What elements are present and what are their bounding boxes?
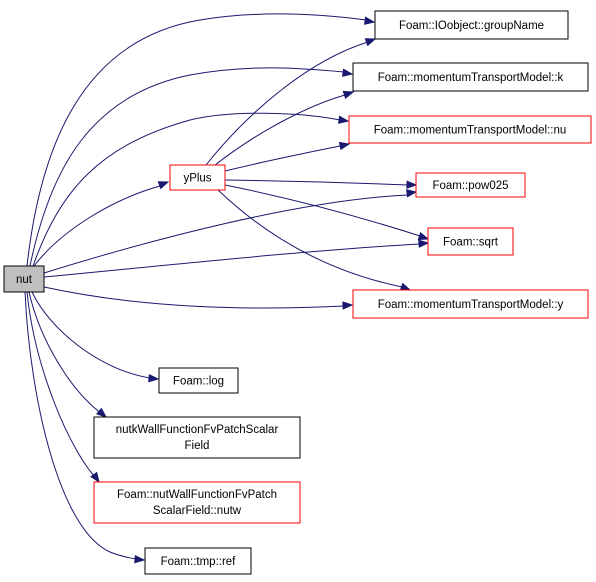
arrowhead-nut-momnu	[338, 115, 350, 124]
edge-nut-log	[31, 291, 151, 379]
node-momy-box	[352, 289, 589, 319]
node-yplus[interactable]: yPlus	[169, 164, 226, 191]
node-nutk-label-line1: nutkWallFunctionFvPatchScalar	[116, 424, 279, 436]
arrowhead-nut-sqrt	[418, 239, 430, 248]
node-nutw[interactable]: Foam::nutWallFunctionFvPatch ScalarField…	[93, 481, 301, 524]
node-nut-box	[3, 265, 45, 293]
edge-nut-groupname	[26, 13, 367, 267]
arrowhead-yplus-momk	[342, 90, 355, 99]
edge-nut-momk	[29, 67, 345, 267]
arrowhead-nut-momk	[342, 68, 354, 77]
node-log[interactable]: Foam::log	[158, 367, 239, 394]
edge-nut-pow025	[43, 194, 409, 274]
node-nutk-label-line2: Field	[185, 440, 210, 452]
node-momk[interactable]: Foam::momentumTransportModel::k	[352, 62, 589, 92]
node-groupname-label: Foam::IOobject::groupName	[399, 20, 544, 32]
node-log-box	[158, 367, 239, 394]
arrowhead-nut-groupname	[364, 16, 376, 25]
node-nutw-label-line1: Foam::nutWallFunctionFvPatch	[117, 489, 277, 501]
edge-nut-sqrt	[43, 243, 421, 278]
node-momk-box	[352, 62, 589, 92]
node-tmpref-box	[144, 547, 252, 575]
edge-nut-nutk	[28, 291, 103, 415]
edge-yplus-momnu	[224, 145, 341, 172]
edge-yplus-momy	[217, 189, 403, 288]
arrowhead-nut-pow025	[406, 189, 418, 198]
node-momnu[interactable]: Foam::momentumTransportModel::nu	[348, 115, 592, 144]
node-momy[interactable]: Foam::momentumTransportModel::y	[352, 289, 589, 319]
node-nut[interactable]: nut	[3, 265, 45, 293]
arrowhead-nut-tmpref	[134, 554, 146, 564]
node-log-label: Foam::log	[173, 376, 224, 388]
arrowhead-yplus-momnu	[338, 141, 351, 151]
node-nutk[interactable]: nutkWallFunctionFvPatchScalar Field	[93, 416, 301, 459]
edge-nut-nutw	[26, 291, 97, 479]
edge-nut-yplus	[33, 185, 161, 267]
arrowhead-yplus-sqrt	[417, 232, 430, 241]
edge-nut-momnu	[32, 112, 341, 267]
edges-layer	[24, 13, 430, 564]
arrowhead-nut-nutk	[96, 407, 108, 418]
node-yplus-box	[169, 164, 226, 191]
node-momnu-box	[348, 115, 592, 144]
edge-yplus-momk	[214, 94, 346, 166]
arrowhead-nut-momy	[342, 301, 354, 310]
edge-nut-tmpref	[24, 291, 137, 560]
node-pow025-box	[415, 172, 526, 198]
node-nut-label: nut	[16, 274, 33, 286]
node-tmpref[interactable]: Foam::tmp::ref	[144, 547, 252, 575]
edge-yplus-sqrt	[224, 184, 421, 237]
arrowhead-nut-log	[148, 373, 160, 383]
node-sqrt-box	[427, 227, 514, 256]
node-sqrt[interactable]: Foam::sqrt	[427, 227, 514, 256]
node-nutw-label-line2: ScalarField::nutw	[153, 505, 242, 517]
arrowhead-yplus-pow025	[406, 180, 418, 189]
arrowhead-yplus-groupname	[364, 38, 377, 47]
edge-yplus-pow025	[224, 179, 409, 186]
node-yplus-label: yPlus	[183, 173, 211, 185]
node-momy-label: Foam::momentumTransportModel::y	[378, 299, 564, 311]
node-nutw-box	[93, 481, 301, 524]
edge-yplus-groupname	[205, 41, 369, 166]
node-nutk-box	[93, 416, 301, 459]
node-pow025[interactable]: Foam::pow025	[415, 172, 526, 198]
node-groupname[interactable]: Foam::IOobject::groupName	[374, 10, 569, 40]
node-sqrt-label: Foam::sqrt	[443, 237, 499, 249]
node-groupname-box	[374, 10, 569, 40]
node-pow025-label: Foam::pow025	[432, 180, 508, 192]
node-tmpref-label: Foam::tmp::ref	[161, 556, 237, 568]
arrowhead-nut-yplus	[157, 181, 170, 190]
edge-nut-momy	[43, 286, 345, 309]
node-momnu-label: Foam::momentumTransportModel::nu	[374, 125, 567, 137]
arrowhead-nut-nutw	[90, 471, 100, 484]
node-momk-label: Foam::momentumTransportModel::k	[378, 72, 564, 84]
